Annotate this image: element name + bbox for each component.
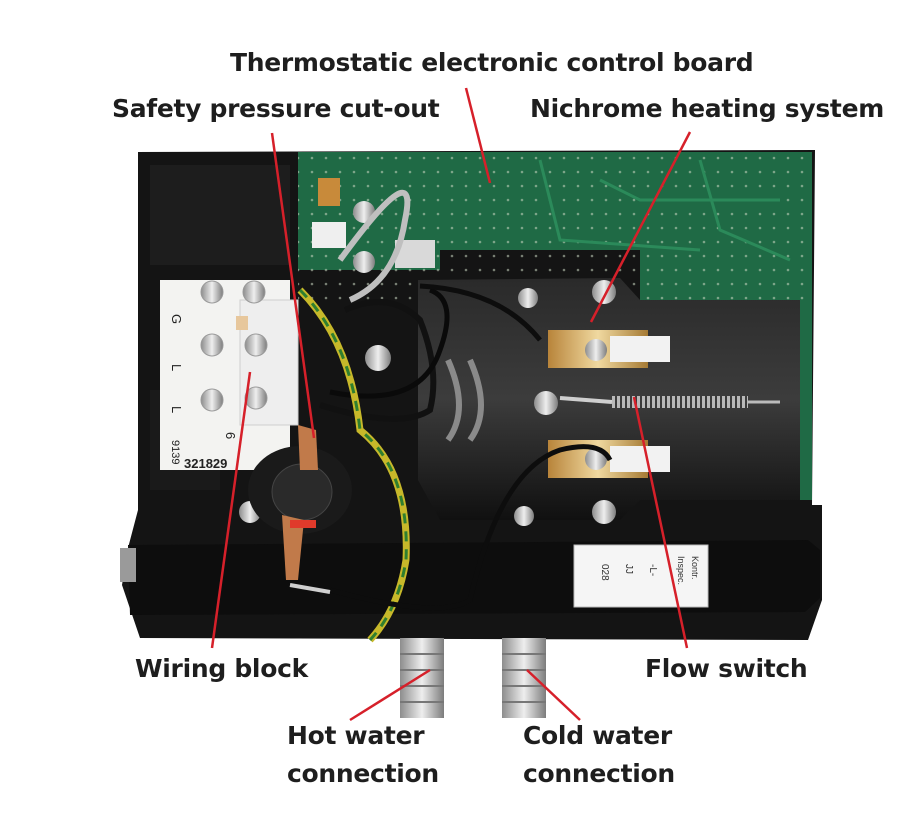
pressure-cutout-illustration xyxy=(248,425,352,580)
terminal-mark-g: G xyxy=(169,314,184,324)
label-cold-line2: connection xyxy=(523,759,675,788)
label-thermostatic-board: Thermostatic electronic control board xyxy=(230,48,754,77)
heating-assembly xyxy=(239,201,800,526)
sticker-text-5: 028 xyxy=(599,564,610,581)
label-cold-water: Cold water connection xyxy=(523,717,675,793)
terminal-mark-l1: L xyxy=(169,364,184,371)
part-number: 321829 xyxy=(184,456,227,471)
wiring-block-illustration: G L L 6 9139 321829 xyxy=(160,280,299,471)
terminal-mark-l2: L xyxy=(169,406,184,413)
label-hot-line1: Hot water xyxy=(287,721,425,750)
label-nichrome-heating: Nichrome heating system xyxy=(530,94,884,123)
leader-lines xyxy=(210,87,692,722)
leader-thermostatic xyxy=(464,87,492,184)
leader-flow xyxy=(632,396,689,649)
label-safety-cutout: Safety pressure cut-out xyxy=(112,94,440,123)
terminal-mark-9139: 9139 xyxy=(169,440,181,464)
sticker-text-3: -L- xyxy=(647,564,658,576)
sticker-text-2: Inspec. xyxy=(676,556,686,585)
label-hot-line2: connection xyxy=(287,759,439,788)
leader-safety xyxy=(270,132,316,439)
leader-nichrome xyxy=(589,131,692,323)
sticker-text-4: JJ xyxy=(623,564,634,574)
leader-hot xyxy=(349,668,431,722)
leader-wiring xyxy=(210,371,252,649)
label-cold-line1: Cold water xyxy=(523,721,672,750)
sticker-text-1: Kontr. xyxy=(690,556,700,580)
wires xyxy=(289,189,613,643)
terminal-mark-6: 6 xyxy=(223,432,238,439)
label-wiring-block: Wiring block xyxy=(135,654,308,683)
label-hot-water: Hot water connection xyxy=(287,717,439,793)
label-flow-switch: Flow switch xyxy=(645,654,808,683)
leader-cold xyxy=(526,669,581,721)
